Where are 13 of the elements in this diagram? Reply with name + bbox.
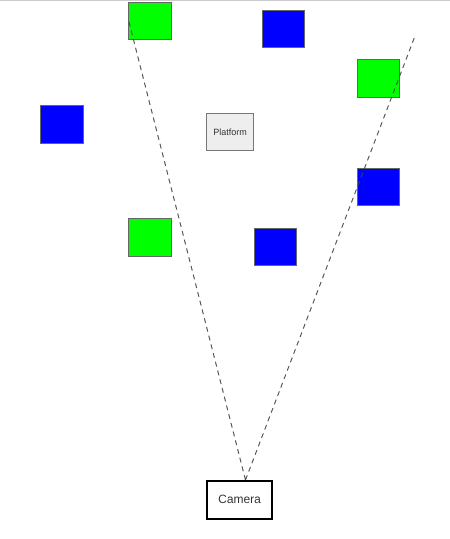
square bbox=[40, 105, 84, 144]
square bbox=[128, 2, 172, 40]
square bbox=[128, 218, 172, 257]
platform-box bbox=[206, 113, 254, 151]
camera-box bbox=[206, 480, 273, 520]
square bbox=[357, 168, 400, 206]
square bbox=[357, 59, 400, 98]
platform-label: Platform bbox=[213, 126, 247, 138]
square bbox=[262, 10, 305, 48]
dashed-line bbox=[245, 36, 416, 480]
camera-label: Camera bbox=[218, 493, 261, 507]
dashed-line bbox=[128, 22, 246, 480]
square bbox=[254, 228, 297, 266]
